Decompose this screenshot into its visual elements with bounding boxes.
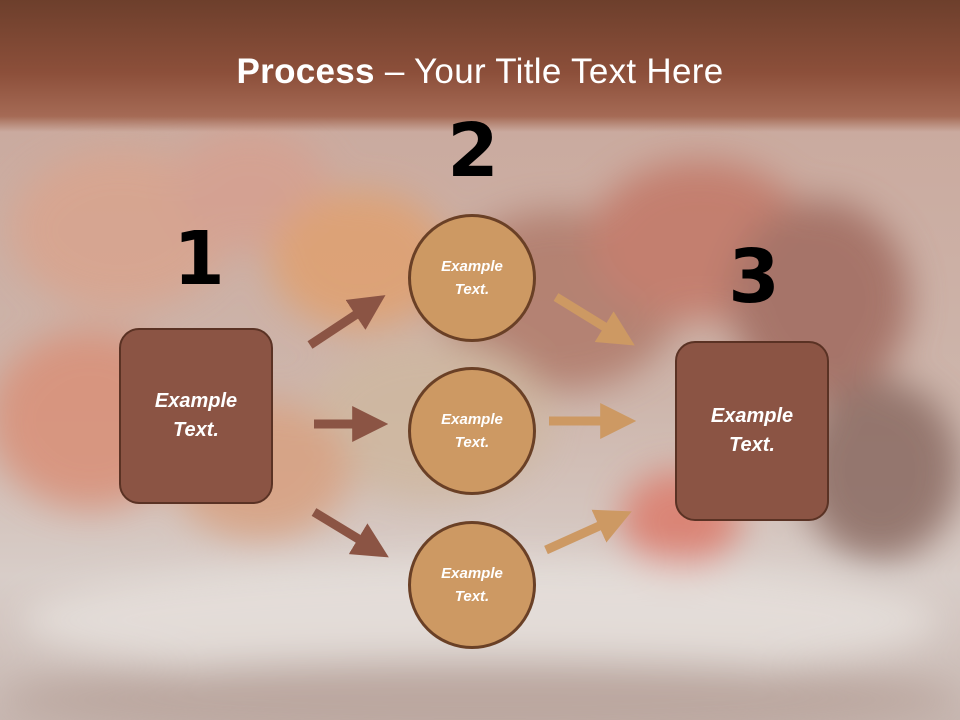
arrow-top-to-3 <box>553 293 635 346</box>
arrow-bottom-to-3 <box>544 509 632 555</box>
step-number-3: 3 <box>728 234 780 320</box>
step-1-text: Example Text. <box>154 390 238 441</box>
circle-top-text: Example Text. <box>441 258 503 298</box>
title-bold: Process <box>236 52 375 91</box>
arrow-1-to-bottom <box>311 508 389 558</box>
circle-bottom-text: Example Text. <box>441 565 503 605</box>
step-1-box[interactable]: Example Text. <box>119 328 273 504</box>
circle-bottom[interactable]: Example Text. <box>408 521 536 649</box>
step-3-text: Example Text. <box>710 405 794 456</box>
step-number-1: 1 <box>173 216 225 302</box>
step-number-2: 2 <box>447 108 499 194</box>
circle-middle[interactable]: Example Text. <box>408 367 536 495</box>
title-bar <box>0 0 960 132</box>
circle-middle-text: Example Text. <box>441 411 503 451</box>
arrow-1-to-top <box>307 295 386 349</box>
circle-top[interactable]: Example Text. <box>408 214 536 342</box>
step-3-box[interactable]: Example Text. <box>675 341 829 521</box>
slide-title: Process – Your Title Text Here <box>0 52 960 92</box>
title-rest: – Your Title Text Here <box>374 52 724 91</box>
